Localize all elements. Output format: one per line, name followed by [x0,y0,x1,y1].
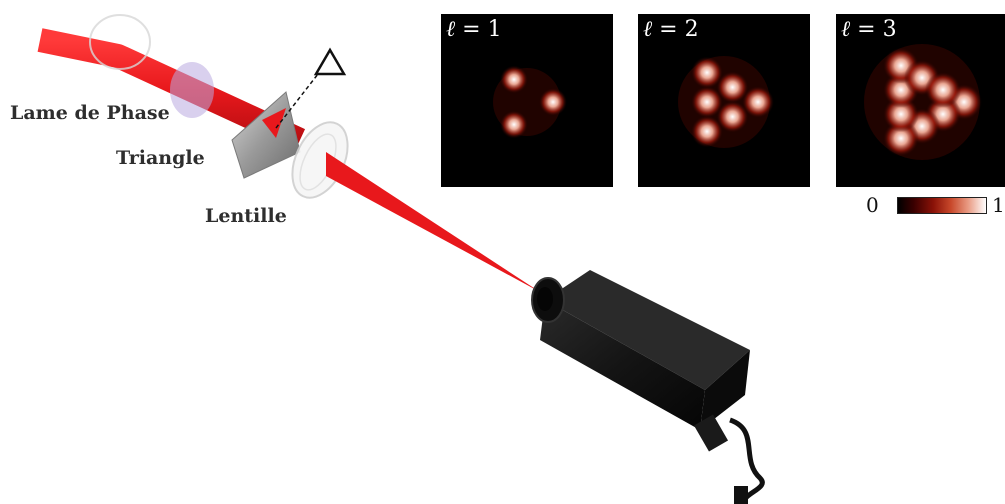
colorbar-max-label: 1 [992,193,1005,217]
triangle-pointer-line [275,73,319,129]
phase-plate [170,62,214,118]
intensity-spot [925,71,961,108]
laser-beam [37,28,306,151]
lens-label: Lentille [205,205,287,227]
colorbar-min-label: 0 [866,193,879,217]
intensity-image [864,44,982,160]
phase-plate-label: Lame de Phase [10,102,170,124]
equals: = [652,17,685,42]
intensity-spot [691,56,723,89]
intensity-spot [742,86,774,118]
intensity-image [678,56,774,148]
ell-symbol: ℓ [841,17,851,42]
colorbar [897,197,987,214]
triangle-label: Triangle [116,147,205,169]
equals: = [455,17,488,42]
ell-value: 1 [487,17,502,42]
triangle-symbol-icon [313,47,347,76]
intensity-spot [716,100,749,133]
ell-symbol: ℓ [446,17,456,42]
ell-value: 2 [684,17,699,42]
panel-label: ℓ = 2 [643,16,699,42]
equals: = [850,17,883,42]
intensity-spot [500,110,528,139]
intensity-panel-l1: ℓ = 1 [441,14,613,187]
intensity-spot [691,86,723,118]
ell-value: 3 [882,17,897,42]
intensity-panel-l2: ℓ = 2 [638,14,810,187]
panel-label: ℓ = 1 [446,16,502,42]
intensity-spot [539,88,567,116]
intensity-spot [691,115,723,148]
intensity-spot [716,71,749,104]
intensity-spot [500,65,528,94]
camera [531,270,765,504]
intensity-image [493,65,567,139]
ell-symbol: ℓ [643,17,653,42]
panel-label: ℓ = 3 [841,16,897,42]
mirror-ring [89,14,151,70]
focused-beam [326,152,540,292]
intensity-panel-l3: ℓ = 3 [836,14,1005,187]
